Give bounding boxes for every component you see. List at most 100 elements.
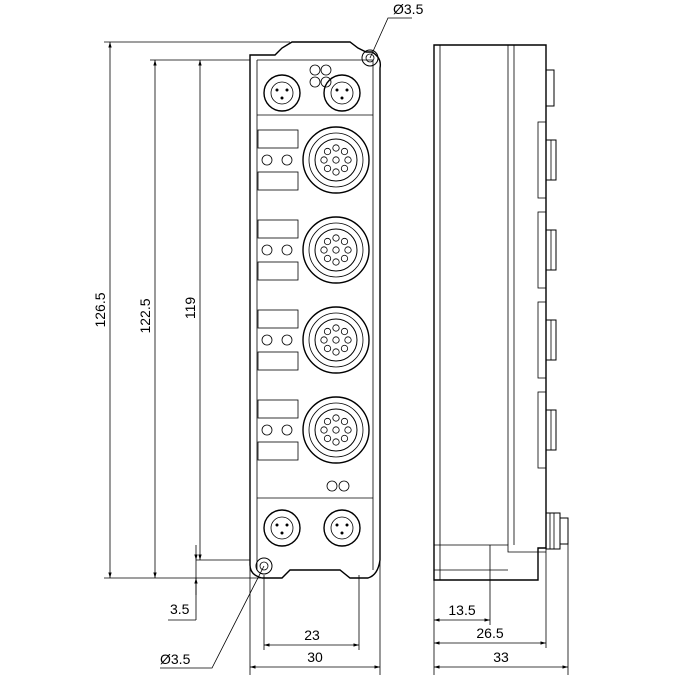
side-m12-base (537, 211, 547, 289)
m12-pin (344, 246, 352, 254)
status-led (261, 154, 273, 166)
m12-pin (332, 426, 340, 434)
m12-pin (332, 414, 340, 422)
housing-outline (249, 41, 382, 579)
m12-pin (344, 336, 352, 344)
side-m12-profile-1 (537, 121, 557, 199)
side-m12-profile-2 (537, 211, 557, 289)
m12-pin (323, 327, 332, 336)
m12-face (314, 318, 358, 362)
dim-width-overall: 30 (307, 649, 323, 665)
label-plate (257, 399, 299, 419)
side-housing-outline (433, 44, 547, 581)
m12-pin (332, 156, 340, 164)
side-m12-profile-4 (537, 391, 557, 469)
dim-depth-overall: 33 (493, 649, 509, 665)
m12-pin (323, 434, 332, 443)
m12-connector-1 (257, 126, 370, 194)
dim-hole-bottom: Ø3.5 (160, 651, 191, 667)
dim-height-inner: 119 (182, 297, 198, 320)
status-led (281, 244, 293, 256)
m12-pin (332, 438, 340, 446)
dim-width-inner: 23 (304, 627, 320, 643)
led-pair-top (309, 64, 332, 88)
side-m12-base (537, 121, 547, 199)
m12-pin (320, 336, 328, 344)
m12-outer-ring (302, 306, 370, 374)
front-view (249, 41, 382, 579)
m12-pin (332, 348, 340, 356)
label-plate (257, 129, 299, 149)
m12-pin (332, 234, 340, 242)
m8-connector-bottom-left (263, 509, 301, 547)
side-m12-base (537, 391, 547, 469)
m12-pin (340, 164, 349, 173)
m12-pin (320, 156, 328, 164)
status-led (261, 334, 273, 346)
m12-thread (308, 132, 364, 188)
label-plate (257, 441, 299, 461)
status-led (281, 334, 293, 346)
m12-pin (340, 344, 349, 353)
side-m8-top-profile (545, 69, 555, 107)
side-m8-body (545, 69, 555, 107)
m12-thread (308, 402, 364, 458)
m12-face (314, 408, 358, 452)
dim-height-mid: 122.5 (137, 298, 153, 333)
m12-pin (320, 426, 328, 434)
m12-pin (344, 426, 352, 434)
m12-connector-rows (257, 126, 370, 464)
dim-hole-top: Ø3.5 (393, 1, 424, 17)
label-plate (257, 351, 299, 371)
side-m12-profile-3 (537, 301, 557, 379)
dim-bottom-offset: 3.5 (170, 601, 190, 617)
label-plate (257, 219, 299, 239)
m12-pin (332, 144, 340, 152)
m12-pin (323, 254, 332, 263)
m8-connector-bottom-right (323, 509, 361, 547)
m8-connector-top-right (323, 74, 361, 112)
m12-pin (323, 147, 332, 156)
label-plate (257, 171, 299, 191)
m12-connector-3 (257, 306, 370, 374)
m12-outer-ring (302, 396, 370, 464)
dimensions: 126.5 122.5 119 3.5 Ø3.5 Ø3.5 23 30 13.5 (92, 1, 569, 675)
side-m8-connector (545, 512, 569, 550)
m12-pin (340, 327, 349, 336)
m12-pin (340, 434, 349, 443)
side-view (433, 44, 569, 581)
mounting-hole-top (361, 49, 379, 67)
m12-pin (344, 156, 352, 164)
side-m12-base (537, 301, 547, 379)
m12-pin (340, 237, 349, 246)
led-pair-bottom (326, 480, 350, 492)
dim-depth-a: 13.5 (448, 602, 475, 618)
m12-outer-ring (302, 216, 370, 284)
status-led (261, 424, 273, 436)
m12-pin (332, 258, 340, 266)
m12-pin (332, 246, 340, 254)
m8-connector-top-left (263, 74, 301, 112)
m12-pin (340, 417, 349, 426)
side-connector-profiles (537, 69, 557, 469)
m12-pin (332, 336, 340, 344)
m12-pin (323, 164, 332, 173)
m12-thread (308, 312, 364, 368)
m12-face (314, 228, 358, 272)
m12-pin (340, 147, 349, 156)
m12-pin (340, 254, 349, 263)
m12-connector-2 (257, 216, 370, 284)
m12-thread (308, 222, 364, 278)
label-plate (257, 261, 299, 281)
m12-pin (323, 237, 332, 246)
status-led (261, 244, 273, 256)
mounting-hole-bottom (255, 557, 273, 575)
m12-pin (323, 417, 332, 426)
dim-height-overall: 126.5 (92, 292, 108, 327)
status-led (281, 424, 293, 436)
m12-pin (332, 168, 340, 176)
m12-connector-4 (257, 396, 370, 464)
m12-pin (323, 344, 332, 353)
m12-pin (320, 246, 328, 254)
